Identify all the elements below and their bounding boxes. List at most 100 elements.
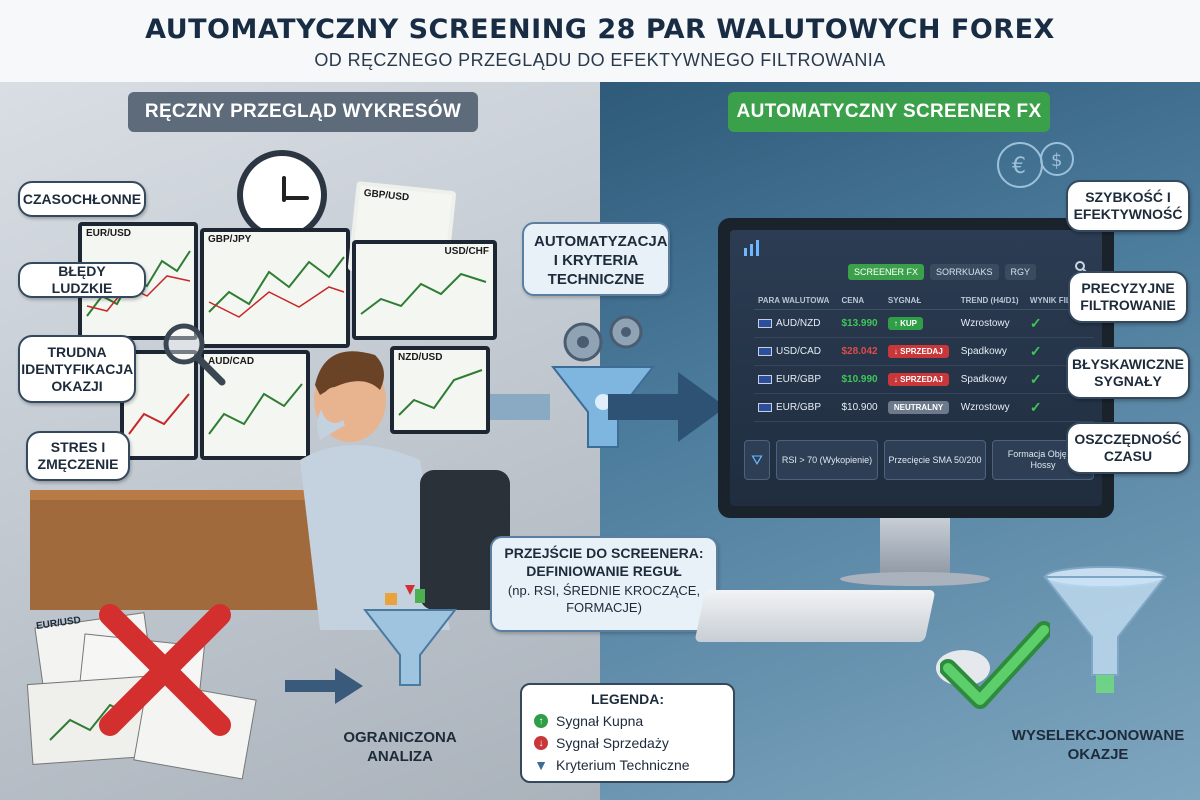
legend: LEGENDA: ↑ Sygnał Kupna ↓ Sygnał Sprzeda… [520,683,735,783]
problem-human-errors: BŁĘDY LUDZKIE [18,262,146,298]
automatic-screener-title: AUTOMATYCZNY SCREENER FX [728,92,1050,132]
buy-signal-badge: ↑ KUP [887,317,923,330]
pair-cell: EUR/GBP [776,374,822,385]
tab-secondary[interactable]: SORRKUAKS [930,264,999,280]
benefit-precision: PRECYZYJNE FILTROWANIE [1068,271,1188,323]
sell-arrow-icon: ↓ [534,736,548,750]
problem-time-consuming: CZASOCHŁONNE [18,181,146,217]
success-check-icon [940,621,1050,709]
table-row[interactable]: EUR/GBP $10.900 NEUTRALNY Wzrostowy ✓ [754,393,1094,422]
arrow-icon [285,668,363,704]
filter-criteria-bar: ⛛ RSI > 70 (Wykopienie) Przecięcie SMA 5… [744,440,1094,480]
table-header-row: PARA WALUTOWA CENA SYGNAŁ TREND (H4/D1) … [754,292,1094,310]
price-cell: $10.900 [837,393,884,422]
monitor-pair-label: EUR/USD [86,228,132,239]
trend-cell: Wzrostowy [956,309,1026,338]
column-header[interactable]: SYGNAŁ [883,292,957,310]
legend-label: Sygnał Kupna [556,713,644,729]
candlestick-chart [128,393,190,435]
transition-title: PRZEJŚCIE DO SCREENERA: DEFINIOWANIE REG… [504,545,704,579]
keyboard [694,590,936,642]
cross-icon [99,604,231,736]
magnifier-icon [163,323,226,386]
trend-cell: Wzrostowy [956,393,1026,422]
tab-tertiary[interactable]: RGY [1004,264,1037,280]
transition-callout: PRZEJŚCIE DO SCREENERA: DEFINIOWANIE REG… [490,536,718,632]
flag-icon [758,318,772,328]
buy-arrow-icon: ↑ [534,714,548,728]
filter-icon[interactable]: ⛛ [744,440,770,480]
price-cell: $13.990 [837,309,884,338]
pair-cell: EUR/GBP [776,402,822,413]
problem-opportunity-identification: TRUDNA IDENTYFIKACJA OKAZJI [18,335,136,403]
table-row[interactable]: USD/CAD $28.042 ↓ SPRZEDAJ Spadkowy ✓ [754,337,1094,366]
transition-arrow-icon [490,372,726,442]
chart-monitor: AUD/CAD [200,350,310,460]
table-row[interactable]: EUR/GBP $10.990 ↓ SPRZEDAJ Spadkowy ✓ [754,365,1094,394]
chart-monitor: NZD/USD [390,346,490,434]
page-title: AUTOMATYCZNY SCREENING 28 PAR WALUTOWYCH… [145,14,1055,45]
page-subtitle: OD RĘCZNEGO PRZEGLĄDU DO EFEKTYWNEGO FIL… [314,50,886,70]
clock-icon [237,150,327,240]
tab-screener-fx[interactable]: SCREENER FX [848,264,925,280]
chart-monitor: GBP/JPY [200,228,350,348]
legend-item: ▼ Kryterium Techniczne [534,754,721,776]
flag-icon [758,402,772,412]
gears-funnel-icon [550,315,656,448]
check-icon: ✓ [1029,315,1042,331]
funnel-icon [362,585,458,686]
trend-cell: Spadkowy [956,365,1026,394]
sell-signal-badge: ↓ SPRZEDAJ [887,345,949,358]
candlestick-chart [208,383,303,435]
candlestick-chart [208,256,345,318]
automation-criteria-callout: AUTOMATYZACJA I KRYTERIA TECHNICZNE [522,222,670,296]
monitor-pair-label: USD/CHF [444,246,489,257]
price-cell: $28.042 [837,337,884,366]
monitor-pair-label: GBP/USD [363,187,410,204]
legend-label: Sygnał Sprzedaży [556,735,669,751]
price-cell: $10.990 [837,365,884,394]
legend-title: LEGENDA: [590,691,665,707]
neutral-signal-badge: NEUTRALNY [887,401,950,414]
table-row[interactable]: AUD/NZD $13.990 ↑ KUP Wzrostowy ✓ [754,309,1094,338]
svg-text:$: $ [1051,150,1062,171]
screener-monitor: SCREENER FX SORRKUAKS RGY PARA WALUTOWA … [718,218,1114,518]
candlestick-chart [360,272,487,315]
header: AUTOMATYCZNY SCREENING 28 PAR WALUTOWYCH… [0,0,1200,82]
monitor-pair-label: AUD/CAD [208,356,255,367]
monitor-base [840,572,990,586]
legend-item: ↑ Sygnał Kupna [534,710,721,732]
column-header[interactable]: TREND (H4/D1) [956,292,1026,310]
benefit-speed: SZYBKOŚĆ I EFEKTYWNOŚĆ [1066,180,1190,232]
monitor-pair-label: NZD/USD [398,352,443,363]
flag-icon [758,346,772,356]
limited-analysis-label: OGRANICZONA ANALIZA [343,729,457,765]
filter-rsi[interactable]: RSI > 70 (Wykopienie) [776,440,878,480]
check-icon: ✓ [1029,399,1042,415]
screener-table: PARA WALUTOWA CENA SYGNAŁ TREND (H4/D1) … [754,292,1094,422]
selected-opportunities-label: WYSELEKCJONOWANE OKAZJE [1011,727,1185,763]
trend-cell: Spadkowy [956,337,1026,366]
currency-coins-icon: € $ [997,142,1074,188]
problem-stress-fatigue: STRES I ZMĘCZENIE [26,431,130,481]
stressed-trader [300,351,450,630]
column-header[interactable]: CENA [837,292,884,310]
benefit-time-saving: OSZCZĘDNOŚĆ CZASU [1066,422,1190,474]
screener-screen: SCREENER FX SORRKUAKS RGY PARA WALUTOWA … [730,230,1102,506]
manual-review-title: RĘCZNY PRZEGLĄD WYKRESÓW [128,92,478,132]
monitor-stand [880,518,950,578]
svg-text:€: € [1012,154,1026,179]
flag-icon [758,374,772,384]
check-icon: ✓ [1029,343,1042,359]
monitor-pair-label: GBP/JPY [208,234,252,245]
transition-subtitle: (np. RSI, ŚREDNIE KROCZĄCE, FORMACJE) [507,583,701,615]
legend-label: Kryterium Techniczne [556,757,690,773]
pair-cell: USD/CAD [776,346,822,357]
column-header[interactable]: PARA WALUTOWA [754,292,838,310]
sell-signal-badge: ↓ SPRZEDAJ [887,373,949,386]
pair-cell: AUD/NZD [776,318,821,329]
benefit-fast-signals: BŁYSKAWICZNE SYGNAŁY [1066,347,1190,399]
filter-sma-cross[interactable]: Przecięcie SMA 50/200 [884,440,986,480]
chart-monitor: USD/CHF [352,240,497,340]
funnel-icon: ▼ [534,757,548,773]
